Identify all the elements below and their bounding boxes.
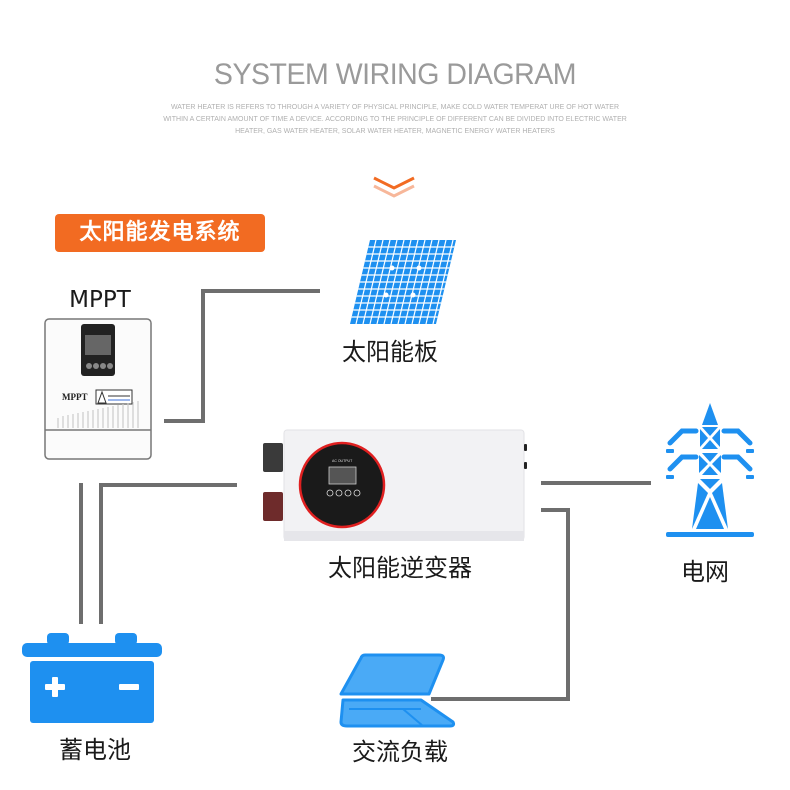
inverter-label: 太阳能逆变器: [328, 554, 472, 582]
mppt-controller-device: MPPT: [44, 318, 154, 467]
mppt-label: MPPT: [69, 287, 131, 313]
battery-label: 蓄电池: [59, 736, 131, 764]
solar-panel-label: 太阳能板: [342, 338, 438, 366]
double-chevron-down-icon: [372, 174, 416, 204]
power-tower-icon: [662, 403, 758, 549]
system-badge: 太阳能发电系统: [55, 214, 265, 252]
svg-text:AC OUTPUT: AC OUTPUT: [332, 459, 353, 463]
grid-label: 电网: [681, 558, 729, 586]
solar-panel-icon: [350, 240, 460, 330]
laptop-icon: [337, 652, 459, 736]
battery-icon: [22, 633, 162, 729]
ac-load-label: 交流负载: [352, 738, 448, 766]
solar-inverter-device: AC OUTPUT: [262, 427, 530, 549]
page-title: SYSTEM WIRING DIAGRAM: [213, 58, 577, 91]
svg-text:MPPT: MPPT: [62, 392, 88, 402]
page-subtitle: WATER HEATER IS REFERS TO THROUGH A VARI…: [163, 104, 627, 135]
